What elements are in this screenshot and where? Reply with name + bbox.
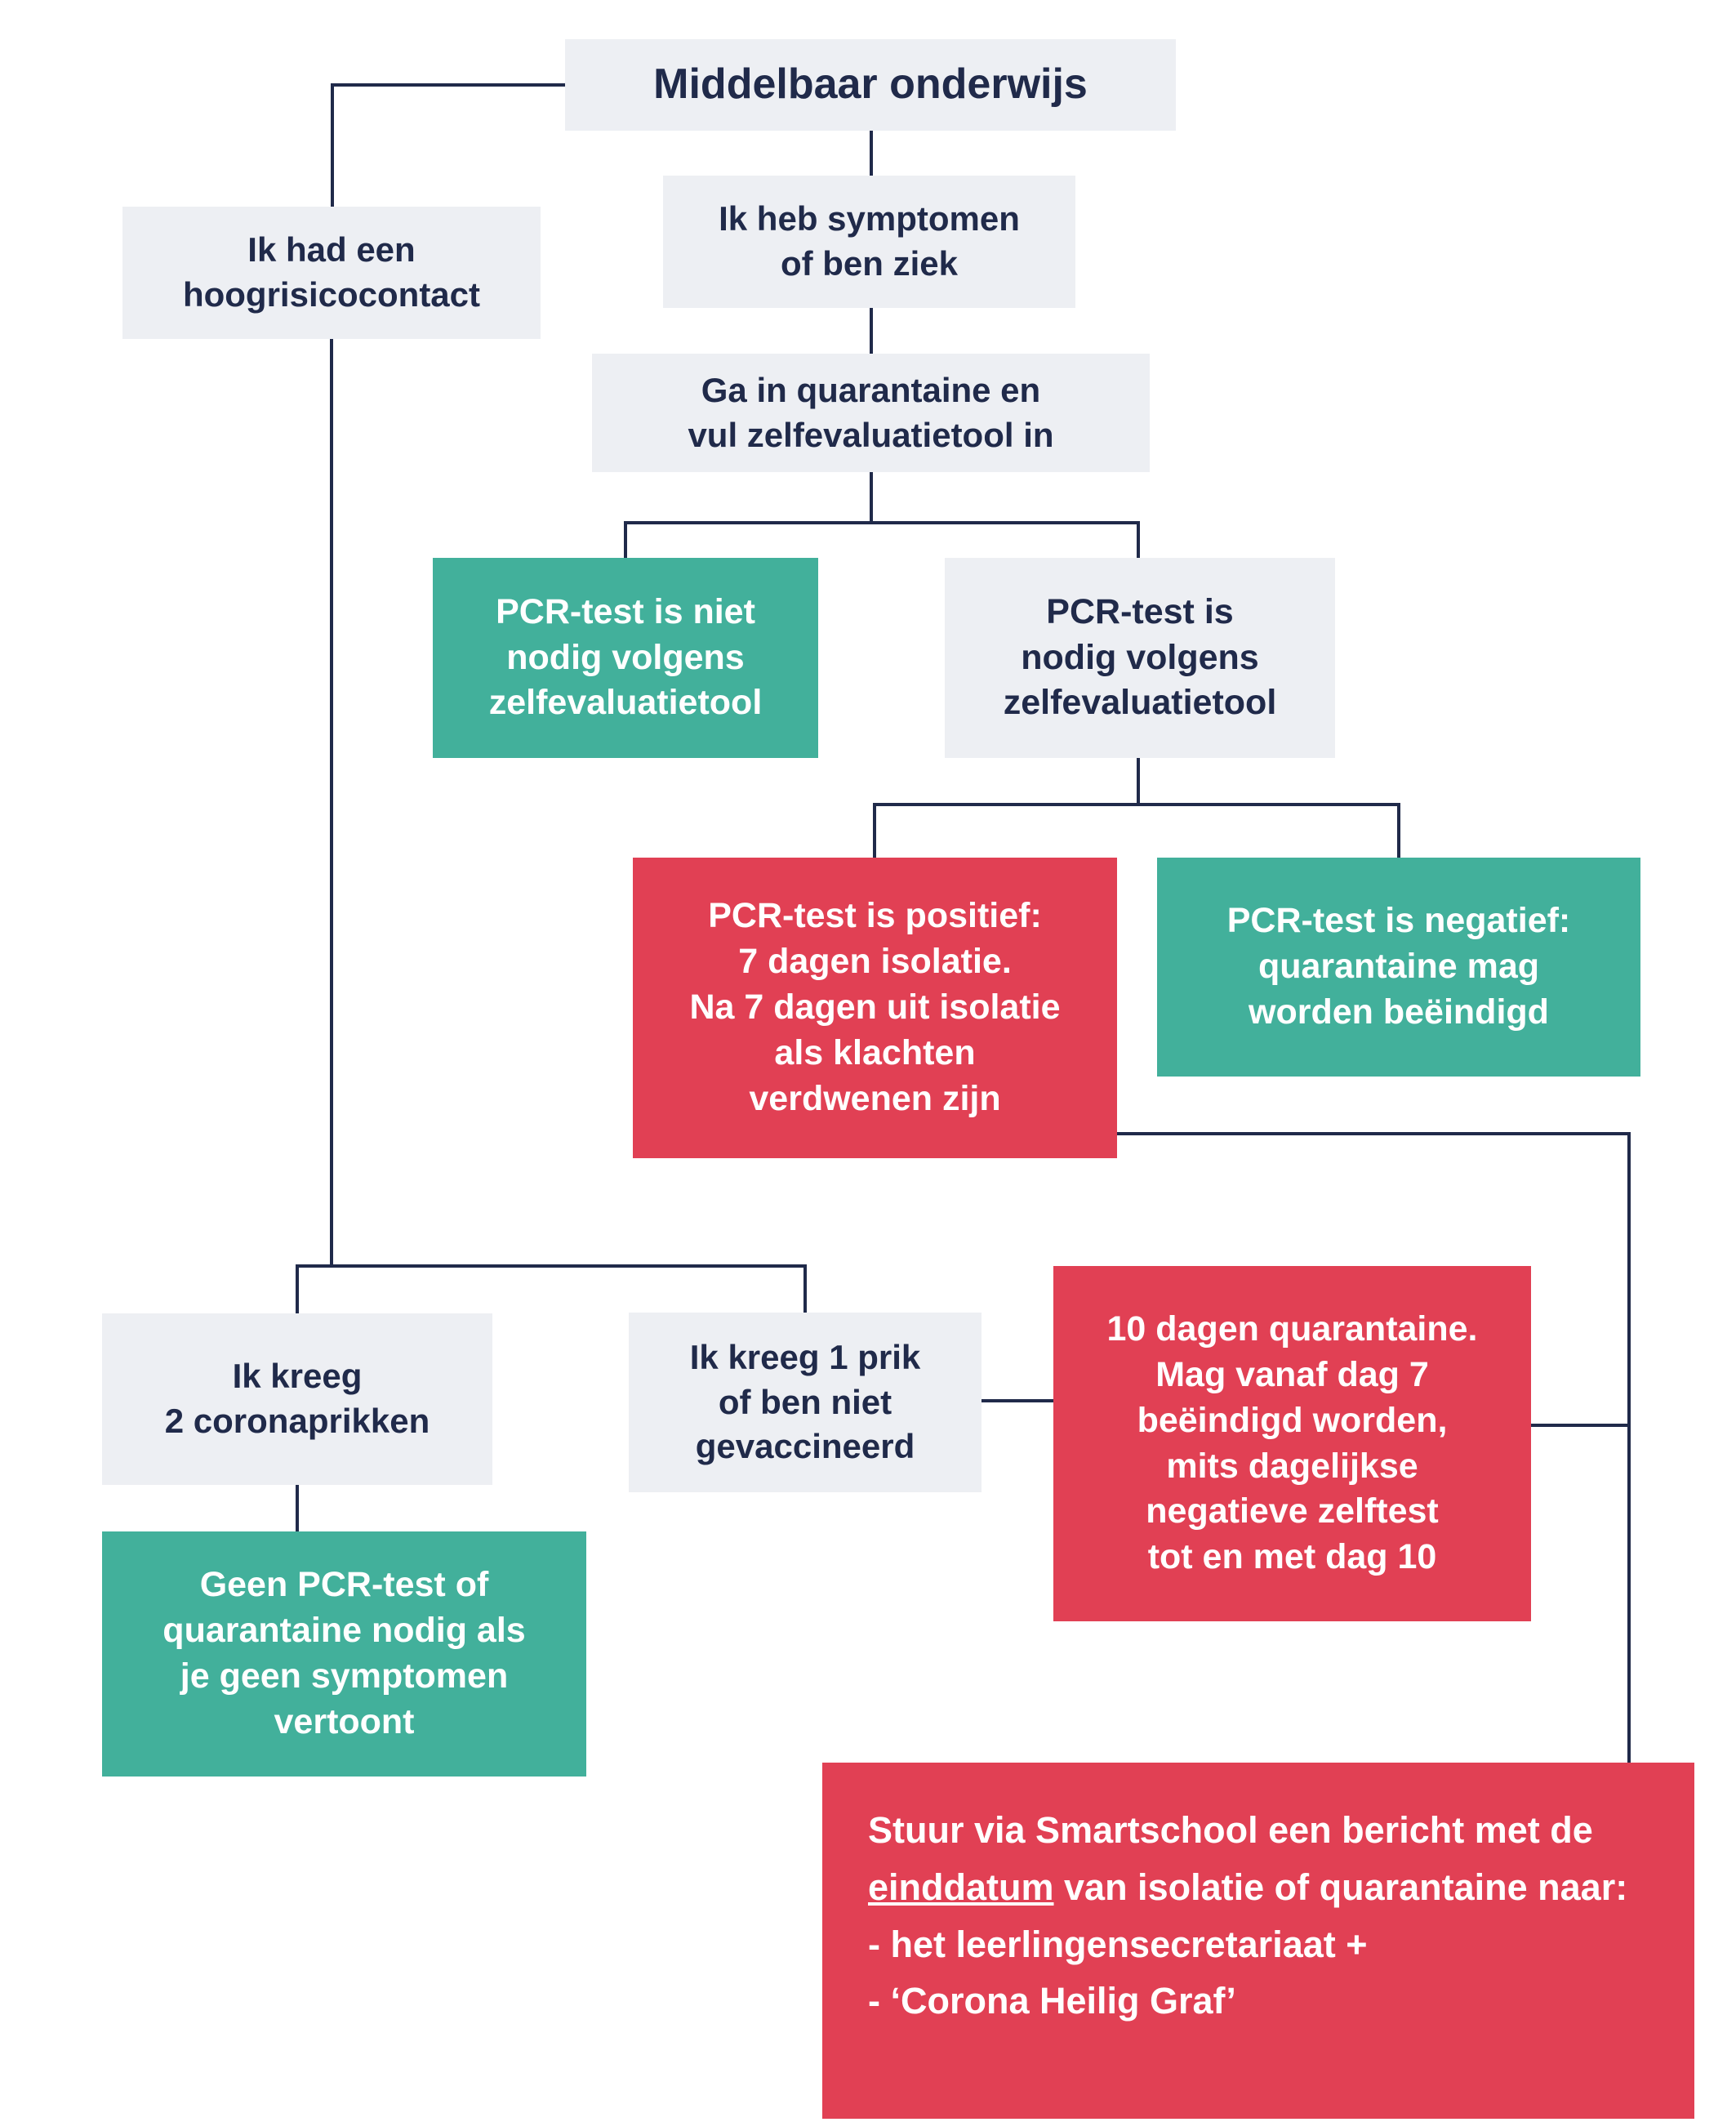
node-title: Middelbaar onderwijs [565,39,1176,131]
node-kreeg-2-prikken: Ik kreeg 2 coronaprikken [102,1313,492,1485]
connector-drop-pcr-positief [873,803,876,858]
connector-drop-kreeg-2-prikken [296,1264,299,1313]
node-geen-pcr: Geen PCR-test of quarantaine nodig als j… [102,1531,586,1777]
node-quarantaine-tool: Ga in quarantaine en vul zelfevaluatieto… [592,354,1150,472]
connector-quarantaine-split-bar [624,521,1140,524]
node-smartschool-bericht: Stuur via Smartschool een bericht met de… [822,1763,1694,2119]
node-pcr-negatief: PCR-test is negatief: quarantaine mag wo… [1157,858,1640,1077]
connector-kreeg1-to-tien-dagen [982,1399,1053,1402]
connector-kreeg2-to-geen-pcr [296,1485,299,1531]
node-kreeg-1-prik: Ik kreeg 1 prik of ben niet gevaccineerd [629,1313,982,1492]
node-symptomen: Ik heb symptomen of ben ziek [663,176,1075,308]
connector-title-to-symptomen [870,131,873,176]
connector-symptomen-to-quarantaine [870,308,873,354]
connector-quarantaine-down [870,472,873,524]
connector-prikken-split-bar [296,1264,807,1268]
connector-drop-pcr-negatief [1397,803,1400,858]
smartschool-text-part2: van isolatie of quarantaine naar: [1053,1866,1628,1908]
connector-title-left-vertical [331,83,334,207]
smartschool-recipient-1: - het leerlingensecretariaat + [868,1923,1368,1965]
connector-positief-right [1117,1132,1631,1135]
connector-hoogrisico-down [330,339,333,1268]
node-hoogrisicocontact: Ik had een hoogrisicocontact [122,207,541,339]
node-pcr-nodig: PCR-test is nodig volgens zelfevaluatiet… [945,558,1335,758]
connector-title-left-horizontal [331,83,565,87]
connector-pcr-result-split-bar [873,803,1400,806]
node-pcr-niet-nodig: PCR-test is niet nodig volgens zelfevalu… [433,558,818,758]
connector-drop-kreeg-1-prik [803,1264,807,1313]
smartschool-einddatum-underlined: einddatum [868,1866,1054,1908]
smartschool-sentence: Stuur via Smartschool een bericht met de… [868,1802,1649,1916]
node-pcr-positief: PCR-test is positief: 7 dagen isolatie. … [633,858,1117,1158]
connector-tien-dagen-right [1531,1424,1631,1427]
connector-right-down-to-smartschool [1627,1132,1631,1764]
connector-drop-pcr-niet-nodig [624,521,627,558]
smartschool-text-part1: Stuur via Smartschool een bericht met de [868,1809,1593,1851]
connector-drop-pcr-nodig [1137,521,1140,558]
smartschool-recipient-2: - ‘Corona Heilig Graf’ [868,1980,1236,2022]
connector-pcr-nodig-down [1137,758,1140,806]
node-tien-dagen-quarantaine: 10 dagen quarantaine. Mag vanaf dag 7 be… [1053,1266,1531,1621]
